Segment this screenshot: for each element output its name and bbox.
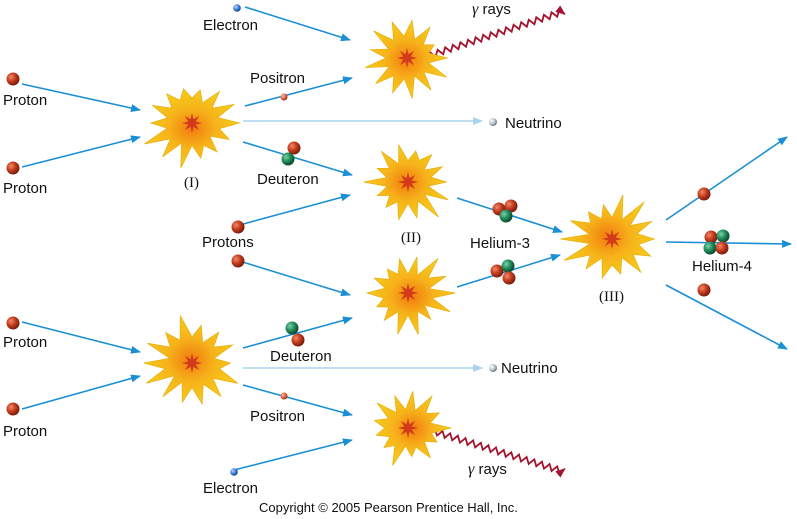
burst-core — [602, 229, 622, 249]
fusion-burst-III — [560, 195, 656, 280]
arrow-electron-top — [244, 6, 351, 42]
protons-label: Protons — [202, 234, 254, 251]
annihilation-burst-top — [365, 19, 449, 99]
positron-icon — [280, 392, 288, 400]
burst-core — [397, 48, 417, 68]
arrow-electron-bottom — [233, 438, 353, 471]
gamma-symbol: γ — [472, 1, 479, 18]
helium4-label: Helium-4 — [692, 258, 753, 275]
proton-icon — [287, 141, 301, 155]
neutrino-icon — [489, 118, 497, 126]
neutrino-label-bottom: Neutrino — [501, 360, 558, 377]
arrow-proton-3 — [21, 321, 141, 354]
arrow-protons-b — [235, 259, 351, 297]
burst-core — [398, 418, 418, 438]
arrows-layer — [21, 6, 792, 471]
gamma-rays-label-bottom: γ rays — [468, 462, 507, 478]
neutrino-label-top: Neutrino — [505, 115, 562, 132]
proton-label-1: Proton — [3, 92, 48, 109]
burst-core — [398, 283, 418, 303]
fusion-burst-II-bottom — [365, 256, 456, 335]
helium3-label: Helium-3 — [470, 235, 531, 252]
arrow-out-proton-2 — [665, 284, 788, 350]
proton-icon — [502, 271, 516, 285]
neutron-icon — [499, 209, 513, 223]
proton-label-4: Proton — [3, 423, 48, 440]
electron-label-bottom: Electron — [203, 480, 259, 497]
bursts-layer — [143, 19, 656, 466]
arrow-positron-bottom — [242, 384, 353, 417]
deuteron-label-top: Deuteron — [257, 171, 319, 188]
burst-core — [398, 172, 418, 192]
arrow-out-proton-1 — [665, 136, 788, 221]
proton-icon — [697, 283, 711, 297]
arrow-proton-1 — [21, 83, 141, 112]
fusion-burst-I-top — [144, 88, 241, 169]
neutron-icon — [281, 152, 295, 166]
proton-icon — [231, 220, 245, 234]
positron-label-top: Positron — [250, 70, 306, 87]
proton-icon — [291, 333, 305, 347]
proton-icon — [704, 230, 718, 244]
neutrino-icon — [489, 364, 497, 372]
proton-icon — [504, 199, 518, 213]
deuteron-label-bottom: Deuteron — [270, 348, 332, 365]
step-1-label: (I) — [184, 175, 199, 191]
gamma-wave-icon — [412, 422, 566, 478]
proton-icon — [6, 161, 20, 175]
burst-core — [182, 353, 202, 373]
burst-core — [182, 113, 202, 133]
neutron-icon — [716, 229, 730, 243]
neutron-icon — [703, 241, 717, 255]
neutron-icon — [285, 321, 299, 335]
proton-icon — [6, 316, 20, 330]
electron-icon — [233, 4, 241, 12]
proton-label-3: Proton — [3, 334, 48, 351]
annihilation-burst-bottom — [373, 391, 453, 466]
gamma-symbol: γ — [468, 461, 475, 478]
arrow-deuteron-bottom — [242, 316, 353, 349]
proton-icon — [697, 187, 711, 201]
arrow-positron-top — [244, 76, 353, 107]
arrow-out-helium4 — [665, 239, 792, 248]
gamma-rays-text: rays — [482, 1, 511, 18]
arrow-deuteron-top — [242, 141, 353, 177]
proton-icon — [490, 264, 504, 278]
proton-label-2: Proton — [3, 180, 48, 197]
step-2-label: (II) — [401, 230, 421, 246]
electron-label-top: Electron — [203, 17, 259, 34]
arrow-proton-2 — [21, 135, 141, 168]
proton-icon — [6, 402, 20, 416]
gamma-rays-label-top: γ rays — [472, 2, 511, 18]
particles-layer — [6, 4, 730, 476]
proton-icon — [6, 72, 20, 86]
positron-label-bottom: Positron — [250, 408, 306, 425]
neutron-icon — [501, 259, 515, 273]
gamma-rays-text: rays — [478, 461, 507, 478]
proton-icon — [715, 241, 729, 255]
step-3-label: (III) — [599, 289, 624, 305]
copyright-notice: Copyright © 2005 Pearson Prentice Hall, … — [259, 500, 518, 515]
fusion-burst-I-bottom — [143, 314, 238, 406]
burst-icon — [560, 195, 656, 280]
positron-icon — [280, 93, 288, 101]
arrow-protons-a — [235, 193, 351, 227]
electron-icon — [230, 468, 238, 476]
arrow-proton-4 — [21, 374, 141, 410]
fusion-burst-II-top — [363, 143, 449, 221]
proton-icon — [231, 254, 245, 268]
